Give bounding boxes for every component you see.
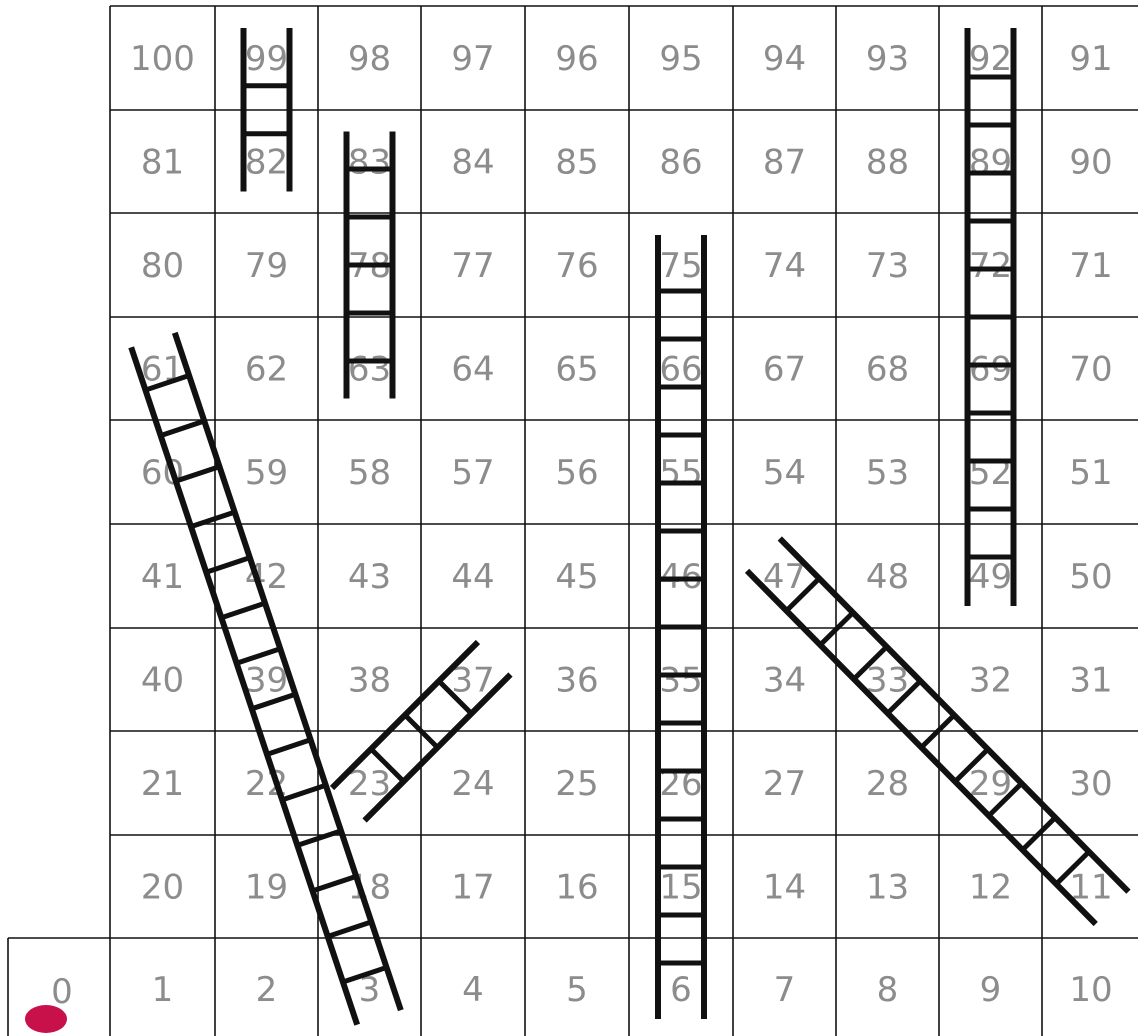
- square-number: 2: [256, 970, 278, 1010]
- square-number: 16: [555, 868, 598, 908]
- square-number: 100: [130, 39, 195, 79]
- square-number: 32: [969, 661, 1012, 701]
- square-number: 9: [980, 970, 1002, 1010]
- square-number: 27: [763, 764, 806, 804]
- start-square[interactable]: 0: [51, 972, 73, 1012]
- square-number: 45: [555, 557, 598, 597]
- square-number: 20: [141, 868, 184, 908]
- square-number: 53: [866, 453, 909, 493]
- square-number: 87: [763, 143, 806, 183]
- square-number: 65: [555, 350, 598, 390]
- square-number: 79: [245, 246, 288, 286]
- square-number: 4: [462, 970, 484, 1010]
- square-number: 21: [141, 764, 184, 804]
- square-number: 74: [763, 246, 806, 286]
- square-number: 71: [1069, 246, 1112, 286]
- square-number: 50: [1069, 557, 1112, 597]
- square-number: 83: [348, 143, 391, 183]
- square-number: 8: [877, 970, 899, 1010]
- square-number: 35: [659, 661, 702, 701]
- square-number: 56: [555, 453, 598, 493]
- square-number: 51: [1069, 453, 1112, 493]
- ladder-rung: [282, 785, 326, 800]
- ladder-rung: [297, 831, 341, 846]
- square-number: 94: [763, 39, 806, 79]
- square-number: 28: [866, 764, 909, 804]
- square-number: 41: [141, 557, 184, 597]
- square-number: 34: [763, 661, 806, 701]
- square-number: 99: [245, 39, 288, 79]
- square-number: 84: [451, 143, 494, 183]
- square-number: 98: [348, 39, 391, 79]
- square-number: 88: [866, 143, 909, 183]
- square-number: 1: [152, 970, 174, 1010]
- square-number: 80: [141, 246, 184, 286]
- square-number: 69: [969, 350, 1012, 390]
- square-number: 66: [659, 350, 702, 390]
- square-number: 58: [348, 453, 391, 493]
- square-number: 89: [969, 143, 1012, 183]
- square-number: 62: [245, 350, 288, 390]
- square-number: 97: [451, 39, 494, 79]
- square-number: 15: [659, 868, 702, 908]
- square-number: 49: [969, 557, 1012, 597]
- square-number: 19: [245, 868, 288, 908]
- square-number: 40: [141, 661, 184, 701]
- square-number: 64: [451, 350, 494, 390]
- square-number: 10: [1069, 970, 1112, 1010]
- square-number: 14: [763, 868, 806, 908]
- square-number: 82: [245, 143, 288, 183]
- square-number: 67: [763, 350, 806, 390]
- square-number: 38: [348, 661, 391, 701]
- square-number: 25: [555, 764, 598, 804]
- square-number: 93: [866, 39, 909, 79]
- start-square-label: 0: [51, 972, 73, 1012]
- square-number: 59: [245, 453, 288, 493]
- square-number: 6: [670, 970, 692, 1010]
- square-number: 48: [866, 557, 909, 597]
- square-number: 13: [866, 868, 909, 908]
- square-number: 72: [969, 246, 1012, 286]
- player-token[interactable]: [25, 1005, 67, 1033]
- square-number: 95: [659, 39, 702, 79]
- ladder-rung: [206, 558, 250, 573]
- square-number: 12: [969, 868, 1012, 908]
- square-number: 24: [451, 764, 494, 804]
- square-number: 70: [1069, 350, 1112, 390]
- square-number: 76: [555, 246, 598, 286]
- square-number: 39: [245, 661, 288, 701]
- square-number: 5: [566, 970, 588, 1010]
- square-number: 86: [659, 143, 702, 183]
- ladder-rung: [1023, 818, 1056, 850]
- square-number: 44: [451, 557, 494, 597]
- ladder-rung: [161, 421, 205, 436]
- square-number: 57: [451, 453, 494, 493]
- square-number: 63: [348, 350, 391, 390]
- ladder-rung: [221, 603, 265, 618]
- square-number: 85: [555, 143, 598, 183]
- square-number: 91: [1069, 39, 1112, 79]
- square-number: 73: [866, 246, 909, 286]
- ladder-rung: [328, 922, 372, 937]
- square-number: 55: [659, 453, 702, 493]
- square-number: 17: [451, 868, 494, 908]
- square-number: 54: [763, 453, 806, 493]
- square-number: 7: [774, 970, 796, 1010]
- square-number: 43: [348, 557, 391, 597]
- square-number: 30: [1069, 764, 1112, 804]
- square-number: 92: [969, 39, 1012, 79]
- ladder: [968, 28, 1014, 606]
- square-number: 31: [1069, 661, 1112, 701]
- square-number: 77: [451, 246, 494, 286]
- square-number: 81: [141, 143, 184, 183]
- square-number: 96: [555, 39, 598, 79]
- square-number: 36: [555, 661, 598, 701]
- square-number: 90: [1069, 143, 1112, 183]
- square-number: 75: [659, 246, 702, 286]
- square-number: 68: [866, 350, 909, 390]
- ladder-rung: [267, 740, 311, 755]
